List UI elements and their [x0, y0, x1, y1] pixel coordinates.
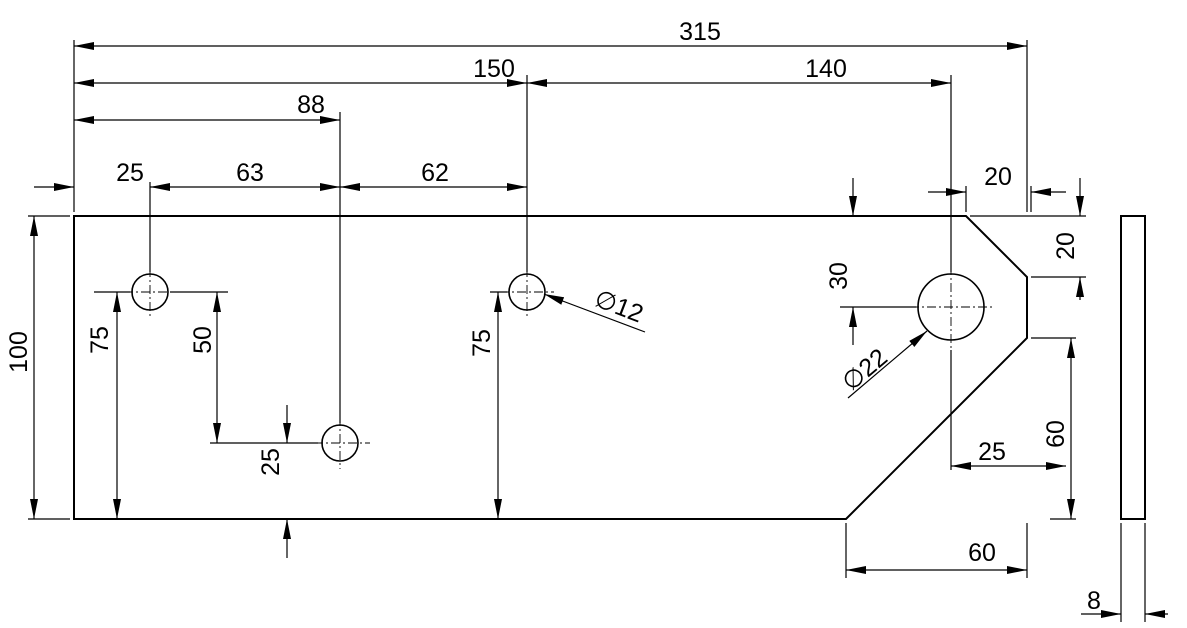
dim-height: 100: [5, 331, 33, 373]
dim-hole-dia-large: ∅22: [837, 343, 893, 396]
hole-3: [500, 268, 554, 316]
hole-2: [314, 417, 370, 469]
dim-hole1-to-hole2: 63: [236, 159, 264, 187]
dim-bottom-chamfer-y: 60: [1042, 420, 1070, 448]
dim-hole1-x: 25: [116, 159, 144, 187]
dim-hole2-to-hole3: 62: [421, 159, 449, 187]
large-hole: [910, 266, 992, 348]
side-view-outline: [1120, 215, 1146, 520]
dimension-lines: [30, 42, 1168, 618]
dim-large-hole-to-edge: 25: [978, 438, 1006, 466]
dim-top-chamfer-x: 20: [984, 163, 1012, 191]
dim-thickness: 8: [1087, 587, 1101, 615]
dim-top-chamfer-y: 20: [1052, 232, 1080, 260]
dim-hole1-height: 75: [86, 326, 114, 354]
dim-to-center-hole: 150: [473, 55, 515, 83]
dim-center-to-large-hole: 140: [805, 55, 847, 83]
dim-large-hole-from-top: 30: [825, 262, 853, 290]
dim-hole3-height: 75: [468, 329, 496, 357]
dim-overall-length: 315: [679, 18, 721, 46]
dim-to-lower-hole: 88: [297, 91, 325, 119]
dim-hole2-height: 25: [257, 448, 285, 476]
plate-outline: [73, 215, 1028, 520]
hole-1: [124, 268, 176, 316]
dim-hole-vertical-offset: 50: [189, 326, 217, 354]
dim-bottom-chamfer-x: 60: [968, 539, 996, 567]
